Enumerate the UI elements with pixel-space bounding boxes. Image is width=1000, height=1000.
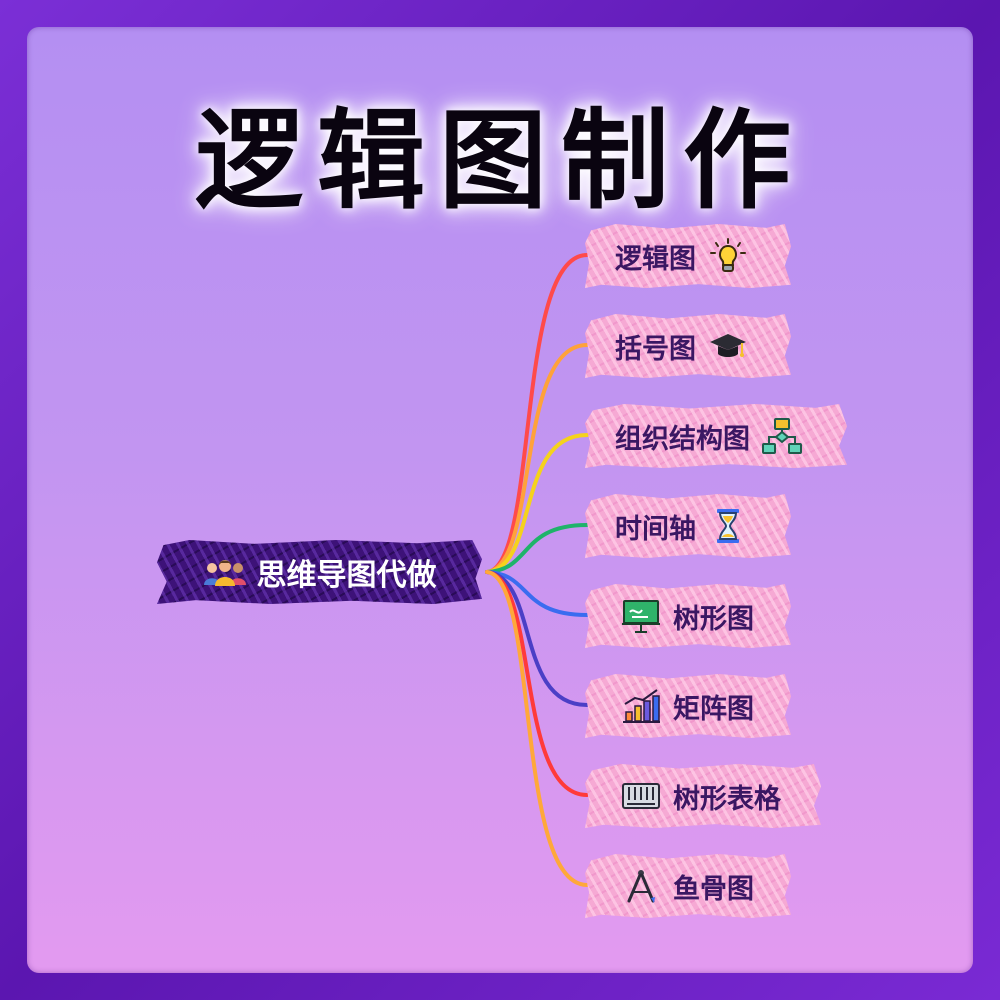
branch-node-6[interactable]: 矩阵图 bbox=[585, 674, 791, 738]
branch-node-background bbox=[585, 494, 791, 558]
branch-node-background bbox=[585, 404, 847, 468]
branch-node-background bbox=[585, 674, 791, 738]
root-node[interactable]: 思维导图代做 bbox=[157, 540, 482, 604]
connector-line-3 bbox=[485, 433, 589, 574]
connector-line-2 bbox=[485, 343, 589, 574]
connector-lines bbox=[485, 253, 589, 887]
connector-line-8 bbox=[485, 570, 589, 887]
branch-node-background bbox=[585, 224, 791, 288]
canvas-panel: 逻辑图制作 思维导图代做 逻辑图 bbox=[27, 27, 973, 973]
branch-label: 鱼骨图 bbox=[673, 873, 754, 905]
hourglass-icon bbox=[717, 509, 739, 543]
branch-node-1[interactable]: 逻辑图 bbox=[585, 224, 791, 288]
branch-node-background bbox=[585, 314, 791, 378]
branch-node-background bbox=[585, 854, 791, 918]
connector-line-7 bbox=[485, 570, 589, 797]
branch-node-8[interactable]: 鱼骨图 bbox=[585, 854, 791, 918]
connector-line-6 bbox=[485, 570, 589, 707]
flowchart-icon bbox=[762, 418, 802, 454]
branch-label: 括号图 bbox=[615, 333, 696, 365]
graduation-cap-icon bbox=[710, 334, 746, 357]
connector-line-4 bbox=[485, 523, 589, 574]
page-title: 逻辑图制作 bbox=[194, 99, 805, 224]
connector-line-1 bbox=[485, 253, 589, 574]
branch-node-7[interactable]: 树形表格 bbox=[585, 764, 821, 828]
branch-label: 树形图 bbox=[673, 603, 754, 635]
bar-chart-icon bbox=[623, 689, 660, 723]
branch-label: 矩阵图 bbox=[673, 693, 754, 725]
branch-label: 时间轴 bbox=[615, 513, 696, 545]
keyboard-icon bbox=[622, 783, 660, 809]
branch-label: 树形表格 bbox=[673, 783, 781, 815]
branch-label: 逻辑图 bbox=[615, 243, 696, 275]
branch-node-5[interactable]: 树形图 bbox=[585, 584, 791, 648]
presentation-board-icon bbox=[622, 600, 660, 633]
branch-node-4[interactable]: 时间轴 bbox=[585, 494, 791, 558]
people-group-icon bbox=[203, 560, 246, 586]
branch-node-3[interactable]: 组织结构图 bbox=[585, 404, 847, 468]
root-node-background bbox=[157, 540, 482, 604]
branch-label: 组织结构图 bbox=[615, 423, 750, 455]
branch-node-background bbox=[585, 584, 791, 648]
branch-node-2[interactable]: 括号图 bbox=[585, 314, 791, 378]
root-node-label: 思维导图代做 bbox=[256, 558, 437, 593]
lightbulb-icon bbox=[710, 238, 746, 272]
connector-line-5 bbox=[485, 570, 589, 617]
compass-icon bbox=[627, 870, 655, 903]
branch-node-background bbox=[585, 764, 821, 828]
